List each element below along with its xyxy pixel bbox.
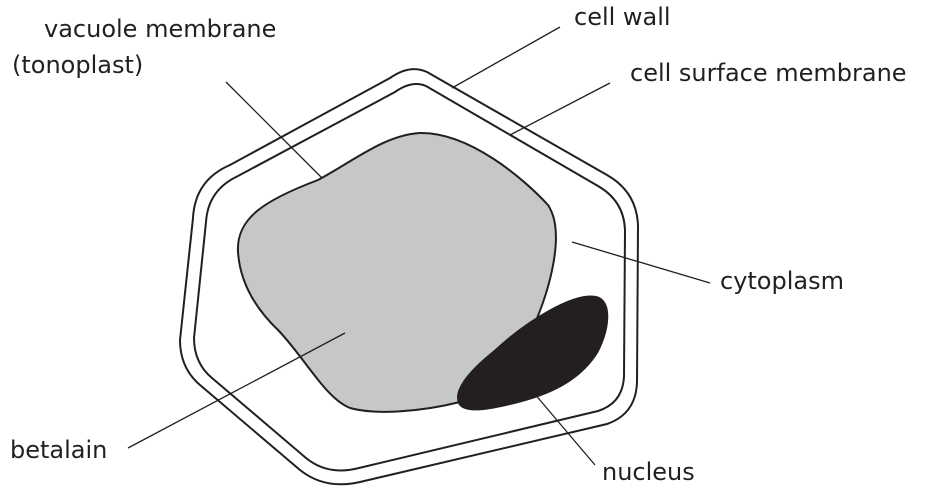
label-vacuole-membrane: vacuole membrane [44,14,276,44]
label-tonoplast: (tonoplast) [12,50,143,80]
leader-line-cell-wall [452,27,560,88]
leader-line-cell-surface-membrane [510,83,610,135]
label-cell-surface-membrane: cell surface membrane [630,58,907,88]
label-betalain: betalain [10,435,107,465]
label-cytoplasm: cytoplasm [720,266,844,296]
label-nucleus: nucleus [602,457,695,487]
label-cell-wall: cell wall [574,2,671,32]
